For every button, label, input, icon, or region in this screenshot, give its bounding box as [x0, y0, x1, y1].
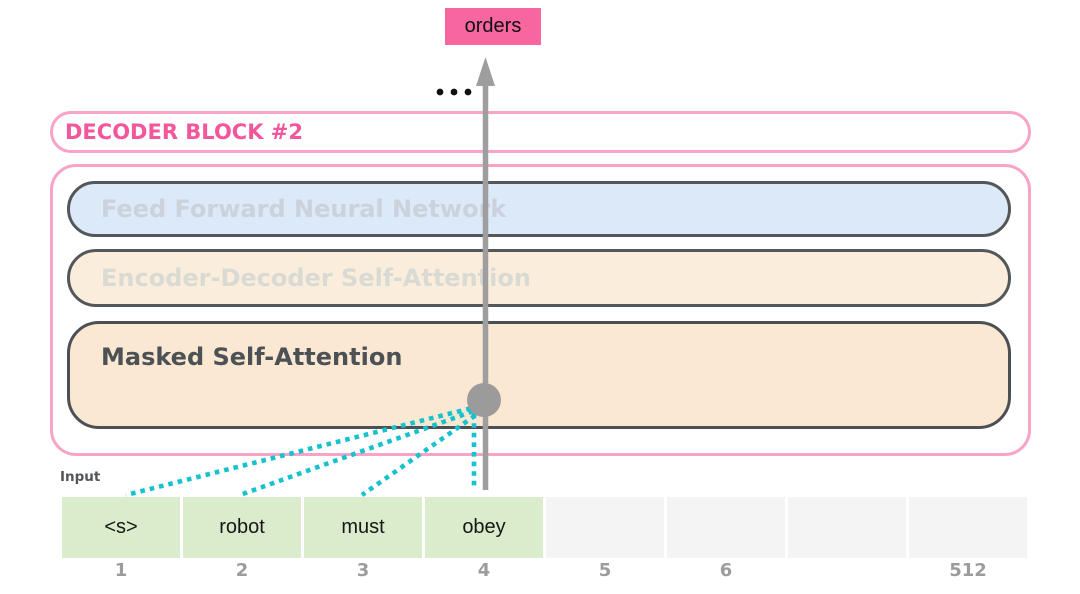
decoder-block-title: DECODER BLOCK #2 — [65, 120, 303, 144]
layer-masked-self-attention: Masked Self-Attention — [67, 321, 1011, 429]
input-label: Input — [60, 469, 101, 485]
token-cell-6 — [667, 497, 785, 558]
layer-encoder-decoder-attention-label: Encoder-Decoder Self-Attention — [101, 264, 531, 292]
position-label-1: 1 — [114, 560, 128, 581]
layer-feed-forward-label: Feed Forward Neural Network — [101, 195, 507, 223]
output-token-box: orders — [445, 8, 541, 45]
position-label-5: 5 — [598, 560, 612, 581]
output-token-label: orders — [464, 15, 522, 37]
output-arrow-head-icon — [476, 57, 495, 86]
decoder-block-title-pill: DECODER BLOCK #2 — [50, 111, 1031, 153]
position-label-7 — [788, 560, 906, 586]
position-label-2: 2 — [235, 560, 249, 581]
token-cell-1: <s> — [62, 497, 180, 558]
token-cell-3: must — [304, 497, 422, 558]
token-cell-5 — [546, 497, 664, 558]
position-label-512: 512 — [949, 560, 987, 581]
token-cell-8 — [909, 497, 1027, 558]
position-label-3: 3 — [356, 560, 370, 581]
layer-masked-self-attention-label: Masked Self-Attention — [101, 343, 403, 371]
ellipsis-icon — [436, 88, 472, 96]
layer-feed-forward: Feed Forward Neural Network — [67, 181, 1011, 237]
token-cell-2: robot — [183, 497, 301, 558]
position-label-6: 6 — [719, 560, 733, 581]
position-label-4: 4 — [477, 560, 491, 581]
layer-encoder-decoder-attention: Encoder-Decoder Self-Attention — [67, 249, 1011, 307]
token-cell-4: obey — [425, 497, 543, 558]
token-cell-7 — [788, 497, 906, 558]
